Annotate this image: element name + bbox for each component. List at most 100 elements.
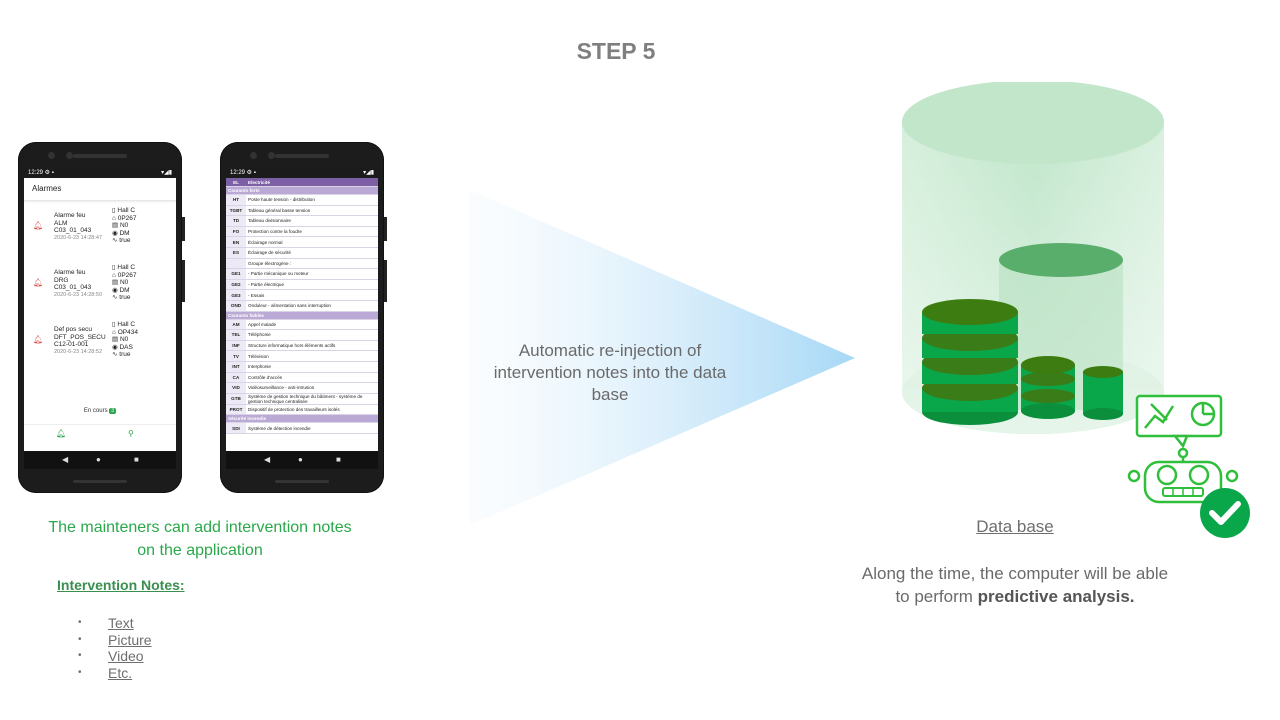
notes-list-item: •Picture [78,631,152,648]
label-cell: Electricité [246,178,378,187]
code-cell: TV [226,350,246,362]
en-cours-label[interactable]: En cours 3 [83,408,117,414]
code-cell: GE1 [226,268,246,280]
label-cell: Onduleur - alimentation sans interruptio… [246,300,378,312]
table-section-row: Courants faibles [226,311,378,320]
code-cell: TGBT [226,205,246,217]
back-icon[interactable]: ◀ [264,455,271,464]
robot-icon [1127,447,1239,504]
label-cell: Téléphonie [246,329,378,341]
arrow-triangle [470,190,855,525]
label-cell: Poste haute tension - distribution [246,194,378,206]
code-cell: EL [226,178,246,187]
notes-list-item: •Video [78,648,144,664]
disc-stack-small [1083,366,1123,420]
code-cell: SDI [226,422,246,434]
status-time: 12:29 [230,170,246,176]
label-cell: - Partie mécanique ou moteur [246,268,378,280]
code-cell: GE3 [226,289,246,301]
status-icons: ▾◢▮ [363,170,374,176]
robot-analysis-icon [1127,394,1250,538]
label-cell: - Partie électrique [246,279,378,291]
bell-icon: 🔔︎ [33,278,44,287]
bell-tab-icon[interactable]: 🔔︎ [56,429,67,438]
notes-list: •Text•Picture•Video•Etc. [78,615,152,681]
code-cell: HT [226,194,246,206]
code-cell: TD [226,215,246,227]
status-time: 12:29 [28,170,44,176]
bullet-icon: • [78,633,82,645]
bell-icon: 🔔︎ [33,335,44,344]
label-cell: Éclairage normal [246,236,378,248]
home-icon[interactable]: ● [96,455,101,464]
database-caption: Along the time, the computer will be abl… [861,564,1169,606]
chart-icon [1135,394,1223,449]
label-cell: Télévision [246,350,378,362]
recents-icon[interactable]: ■ [336,455,341,464]
map-pin-tab-icon[interactable]: ⚲ [128,429,134,438]
label-cell: Structure informatique hors éléments act… [246,340,378,352]
phones-caption: The mainteners can add intervention note… [48,519,352,559]
table-row: Groupe électrogène : [226,258,378,270]
bullet-icon: • [78,617,82,628]
back-icon[interactable]: ◀ [62,455,69,464]
code-cell: GTB [226,393,246,405]
check-badge-icon [1200,488,1250,538]
table-section-row: Courants forts [226,186,378,195]
table-section-row: Sécurité incendie [226,414,378,424]
table-row: GE3- Essais [226,289,378,301]
home-icon[interactable]: ● [298,455,303,464]
database-illustration [902,82,1164,434]
label-cell: Groupe électrogène : [246,258,378,270]
code-cell [226,258,246,270]
code-cell: FO [226,226,246,238]
code-cell: GE2 [226,279,246,291]
notes-title: Intervention Notes: [57,577,185,593]
bottom-tabs: 🔔︎ ⚲ [24,424,176,445]
code-cell: VID [226,382,246,394]
notes-list-item: •Text [78,615,134,631]
android-navbar: ◀ ● ■ [226,451,378,469]
code-cell: EN [226,236,246,248]
recents-icon[interactable]: ■ [134,455,139,464]
notes-list-item: •Etc. [78,664,133,681]
en-cours-badge: 3 [109,408,117,414]
label-cell: Système de gestion technique du bâtiment… [246,393,378,405]
label-cell: Protection contre la foudre [246,226,378,238]
app-header: Alarmes [24,178,176,201]
code-cell: TEL [226,329,246,341]
code-cell: CA [226,372,246,384]
label-cell: Contrôle d'accès [246,372,378,384]
status-icons: ▾◢▮ [161,170,172,176]
label-cell: - Essais [246,289,378,301]
disc-stack-large [922,299,1018,425]
disc-stack-medium [1021,356,1075,419]
code-cell: INF [226,340,246,352]
bell-icon: 🔔︎ [33,221,44,230]
code-cell: INT [226,361,246,373]
bullet-icon: • [78,666,82,678]
